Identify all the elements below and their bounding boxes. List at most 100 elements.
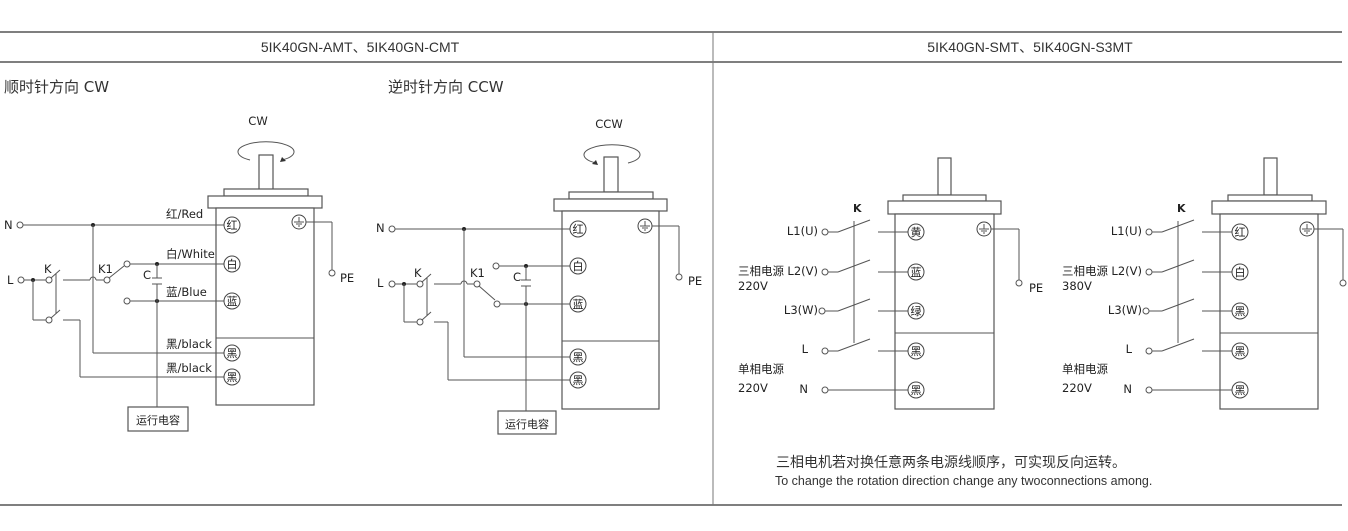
- svg-text:白: 白: [573, 259, 584, 273]
- ccw-l-label: L: [377, 276, 384, 290]
- ccw-diagram: CCW N L K K1: [376, 117, 702, 435]
- cw-l-label: L: [7, 273, 14, 287]
- m380-terminal-white: 白: [1231, 263, 1249, 281]
- svg-text:红: 红: [227, 219, 238, 232]
- motor-380v-diagram: K L1(U) L2(V) L3(W) L N 三相电源 380V 单相电源 2…: [1062, 157, 1347, 410]
- svg-text:黑: 黑: [1235, 384, 1246, 397]
- ccw-k1-switch-blade: [478, 285, 496, 301]
- rotation-note-en: To change the rotation direction change …: [775, 474, 1152, 488]
- ccw-k-label: K: [414, 266, 422, 280]
- svg-text:黑: 黑: [227, 347, 238, 360]
- m380-terminal-black-3: 黑: [1231, 381, 1249, 399]
- ccw-motor-shaft: [603, 156, 619, 193]
- svg-text:红: 红: [573, 223, 584, 236]
- cw-wire-black2-label: 黑/black: [166, 361, 212, 375]
- m220-line-l-label: L: [802, 342, 809, 356]
- cw-wire-blue-label: 蓝/Blue: [166, 285, 207, 299]
- cw-rotation-label: CW: [248, 114, 267, 128]
- m380-single-phase-voltage: 220V: [1062, 381, 1092, 395]
- m220-line-l2-label: L2(V): [787, 264, 818, 278]
- m380-terminal-red: 红: [1231, 223, 1249, 241]
- m380-terminal-black-1: 黑: [1231, 302, 1249, 320]
- cw-wire-black1-label: 黑/black: [166, 337, 212, 351]
- rotation-note-cn: 三相电机若对换任意两条电源线顺序，可实现反向运转。: [776, 454, 1126, 471]
- ccw-pe-label: PE: [688, 274, 702, 288]
- m380-line-n-label: N: [1123, 382, 1132, 396]
- right-header-title: 5IK40GN-SMT、5IK40GN-S3MT: [927, 39, 1133, 55]
- ccw-subtitle: 逆时针方向 CCW: [388, 78, 504, 96]
- ccw-terminal-blue: 蓝: [569, 295, 587, 313]
- cw-motor-flange: [207, 195, 323, 209]
- m220-motor-shaft: [937, 157, 952, 196]
- ccw-rotation-label: CCW: [595, 117, 622, 131]
- cw-pe-label: PE: [340, 271, 354, 285]
- m380-motor-flange: [1211, 200, 1327, 215]
- m380-single-phase-label: 单相电源: [1062, 362, 1108, 376]
- svg-text:蓝: 蓝: [911, 266, 922, 279]
- ccw-motor-flange: [553, 198, 668, 212]
- m220-k-label: K: [853, 202, 862, 215]
- m220-terminal-green: 绿: [907, 302, 925, 320]
- svg-text:白: 白: [227, 257, 238, 271]
- cw-rotation-arrow-icon: [237, 141, 295, 161]
- m220-terminal-black-2: 黑: [907, 381, 925, 399]
- svg-text:蓝: 蓝: [573, 298, 584, 311]
- cw-terminal-blue: 蓝: [223, 292, 241, 310]
- svg-text:运行电容: 运行电容: [136, 413, 180, 427]
- m220-single-phase-label: 单相电源: [738, 362, 784, 376]
- cw-capacitor-box: [127, 406, 189, 432]
- svg-text:绿: 绿: [911, 304, 922, 318]
- cw-diagram: CW N L K K1: [4, 114, 354, 432]
- svg-text:蓝: 蓝: [227, 295, 238, 308]
- svg-text:黑: 黑: [1235, 345, 1246, 358]
- cw-n-terminal: [16, 221, 24, 229]
- cw-terminal-white: 白: [223, 255, 241, 273]
- cw-terminal-red: 红: [223, 216, 241, 234]
- svg-text:红: 红: [1235, 226, 1246, 239]
- m380-k-label: K: [1177, 202, 1186, 215]
- svg-text:黑: 黑: [911, 384, 922, 397]
- ccw-c-label: C: [513, 270, 521, 284]
- cw-wire-white-label: 白/White: [166, 247, 215, 261]
- m220-ground-icon: [976, 221, 992, 237]
- cw-motor-shaft: [258, 154, 274, 191]
- svg-text:黑: 黑: [911, 345, 922, 358]
- m220-three-phase-label: 三相电源: [738, 264, 784, 278]
- ccw-k1-label: K1: [470, 266, 485, 280]
- ccw-ground-icon: [637, 218, 653, 234]
- m220-line-l1-label: L1(U): [787, 224, 818, 238]
- m220-line-n-label: N: [799, 382, 808, 396]
- m380-line-l1-label: L1(U): [1111, 224, 1142, 238]
- cw-ground-icon: [291, 214, 307, 230]
- m380-three-phase-label: 三相电源: [1062, 264, 1108, 278]
- svg-text:黑: 黑: [573, 374, 584, 387]
- cw-terminal-black-1: 黑: [223, 344, 241, 362]
- svg-text:黄: 黄: [911, 225, 922, 239]
- ccw-rotation-arrow-icon: [583, 144, 641, 164]
- ccw-terminal-red: 红: [569, 220, 587, 238]
- cw-l-terminal: [17, 276, 25, 284]
- svg-text:白: 白: [1235, 265, 1246, 279]
- m220-pe-label: PE: [1029, 281, 1043, 295]
- m220-three-phase-voltage: 220V: [738, 279, 768, 293]
- m220-line-l3-label: L3(W): [784, 303, 818, 317]
- ccw-capacitor-box: [497, 410, 557, 435]
- cw-c-label: C: [143, 268, 151, 282]
- m380-line-l2-label: L2(V): [1111, 264, 1142, 278]
- m380-ground-icon: [1299, 221, 1315, 237]
- svg-text:黑: 黑: [573, 351, 584, 364]
- cw-motor-flange-top: [223, 188, 309, 197]
- m220-terminal-yellow: 黄: [907, 223, 925, 241]
- m380-motor-flange-top: [1227, 194, 1313, 202]
- cw-arrowhead-icon: [280, 157, 286, 162]
- cw-k1-label: K1: [98, 262, 113, 276]
- m380-terminal-black-2: 黑: [1231, 342, 1249, 360]
- m380-line-l-label: L: [1126, 342, 1133, 356]
- ccw-n-label: N: [376, 221, 385, 235]
- m220-single-phase-voltage: 220V: [738, 381, 768, 395]
- ccw-terminal-black-1: 黑: [569, 348, 587, 366]
- motor-220v-diagram: K L1(U) L2(V) L3(W) L N 三相电源 220V 单相电源 2…: [738, 157, 1043, 410]
- m220-motor-flange-top: [902, 194, 987, 202]
- ccw-terminal-white: 白: [569, 257, 587, 275]
